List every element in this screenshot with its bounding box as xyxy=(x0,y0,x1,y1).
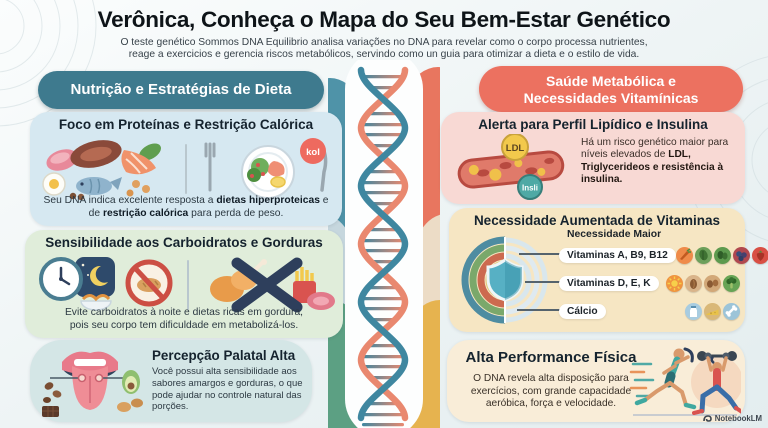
vitamins-legend: Necessidade Maior xyxy=(567,229,662,240)
plate-fork-illustration: kol xyxy=(204,138,328,199)
card-carb-sensitivity: Sensibilidade aos Carboidratos e Gordura… xyxy=(25,230,343,338)
card-protein-focus: Foco em Proteínas e Restrição Calórica xyxy=(30,112,342,226)
vitamins-card-title: Necessidade Aumentada de Vitaminas xyxy=(473,213,721,228)
runner-figure xyxy=(634,347,697,410)
leafy-green-icon xyxy=(694,246,712,264)
vitamin-row-icons xyxy=(666,274,740,292)
performance-card-title: Alta Performance Física xyxy=(465,349,637,366)
kol-badge xyxy=(300,138,326,164)
palate-card-desc: Você possui alta sensibilidade aos sabor… xyxy=(152,366,303,413)
kol-badge-label: kol xyxy=(306,147,320,158)
shield-rings-illustration xyxy=(461,236,548,324)
carbs-card-title: Sensibilidade aos Carboidratos e Gordura… xyxy=(45,235,323,250)
palate-card-title: Percepção Palatal Alta xyxy=(152,348,296,363)
spinach-icon xyxy=(713,246,731,264)
illustration-divider xyxy=(187,260,189,310)
berries-icon xyxy=(732,246,750,264)
tongue-taste-illustration xyxy=(42,351,143,417)
vitamin-row-label: Vitaminas D, E, K xyxy=(559,275,659,291)
vitamin-row-label: Cálcio xyxy=(559,303,606,319)
cheese-icon xyxy=(704,302,721,320)
card-physical-performance: Alta Performance Física O DNA revela alt… xyxy=(447,340,745,422)
protein-foods-illustration xyxy=(42,140,161,200)
connector-line xyxy=(519,253,561,255)
insulin-badge xyxy=(517,174,543,200)
page-subtitle-line1: O teste genético Sommos DNA Equilibrio a… xyxy=(120,37,648,48)
card-vitamin-needs: Necessidade Aumentada de Vitaminas Neces… xyxy=(449,208,768,332)
athletes-illustration xyxy=(629,347,741,416)
blood-vessel-illustration: LDL Insli xyxy=(457,134,565,200)
ldl-badge xyxy=(501,134,529,161)
connector-line xyxy=(517,309,561,311)
lipid-card-title: Alerta para Perfil Lipídico e Insulina xyxy=(478,117,708,132)
sun-icon xyxy=(666,274,683,292)
protein-card-caption: Seu DNA indica excelente resposta a diet… xyxy=(43,195,329,220)
page-title: Verônica, Conheça o Mapa do Seu Bem-Esta… xyxy=(97,7,671,32)
watermark-text: NotebookLM xyxy=(714,414,762,423)
milk-icon xyxy=(685,302,702,320)
lipid-card-desc: Há um risco genético maior para níveis e… xyxy=(581,137,729,186)
nuts-icon xyxy=(704,274,721,292)
connector-line xyxy=(525,281,561,283)
card-lipid-alert: Alerta para Perfil Lipídico e Insulina L… xyxy=(441,112,745,204)
almond-icon xyxy=(685,274,702,292)
weightlifter-figure xyxy=(692,351,741,415)
right-column-header: Saúde Metabólica e Necessidades Vitamíni… xyxy=(479,66,743,112)
notebooklm-logo-icon xyxy=(702,415,712,422)
vitamin-row-icons xyxy=(685,302,740,320)
vitamin-row-label: Vitaminas A, B9, B12 xyxy=(559,247,676,263)
vitamin-row-a-b9-b12: Vitaminas A, B9, B12 xyxy=(559,245,768,265)
bone-icon xyxy=(723,302,740,320)
palate-text-block: Percepção Palatal Alta Você possui alta … xyxy=(152,348,306,413)
vitamin-row-d-e-k: Vitaminas D, E, K xyxy=(559,273,740,293)
fried-foods-crossed-illustration xyxy=(210,257,335,313)
night-carbs-illustration xyxy=(39,257,173,311)
dna-helix-illustration xyxy=(328,60,440,428)
insulin-badge-label: Insli xyxy=(522,184,538,193)
vitamin-row-icons xyxy=(675,246,768,264)
broccoli-icon xyxy=(723,274,740,292)
ldl-badge-label: LDL xyxy=(506,143,525,154)
carbs-card-caption: Evite carboidratos à noite e dietas rica… xyxy=(64,307,304,332)
vitamin-row-calcium: Cálcio xyxy=(559,301,740,321)
strawberry-icon xyxy=(751,246,768,264)
page-subtitle-line2: reage a exercicios e gerencia riscos met… xyxy=(128,49,640,60)
protein-card-title: Foco em Proteínas e Restrição Calórica xyxy=(58,117,314,132)
performance-card-desc: O DNA revela alta disposição para exercí… xyxy=(470,373,632,410)
illustration-divider xyxy=(185,144,187,194)
card-palate-perception: Percepção Palatal Alta Você possui alta … xyxy=(30,340,312,422)
watermark: NotebookLM xyxy=(702,414,762,423)
left-column-header: Nutrição e Estratégias de Dieta xyxy=(38,71,324,109)
carrot-icon xyxy=(675,246,693,264)
